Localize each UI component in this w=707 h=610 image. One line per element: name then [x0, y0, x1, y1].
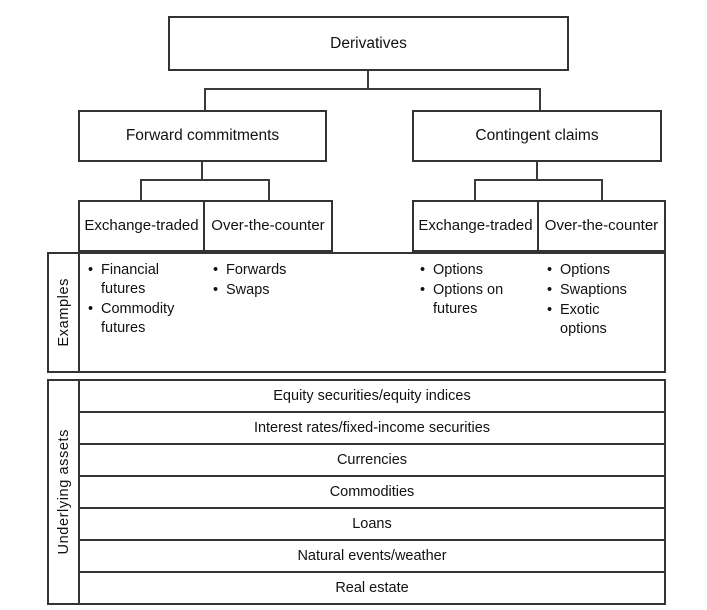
- connector-contingent-otc-drop: [601, 179, 603, 200]
- example-item: Options: [547, 261, 633, 280]
- underlying-asset-row: Loans: [78, 507, 666, 541]
- underlying-asset-row: Equity securities/equity indices: [78, 379, 666, 413]
- underlying-asset-row: Commodities: [78, 475, 666, 509]
- underlying-assets-band-label-text: Underlying assets: [55, 429, 72, 555]
- node-forward-over-the-counter-label: Over-the-counter: [211, 216, 325, 234]
- examples-band: Financial futures Commodity futures Forw…: [78, 252, 666, 373]
- examples-band-label: Examples: [47, 252, 80, 373]
- connector-contingent-exchange-drop: [474, 179, 476, 200]
- node-forward-over-the-counter: Over-the-counter: [203, 200, 333, 252]
- underlying-asset-row: Interest rates/fixed-income securities: [78, 411, 666, 445]
- underlying-asset-row: Real estate: [78, 571, 666, 605]
- example-item: Commodity futures: [88, 300, 184, 338]
- node-derivatives-label: Derivatives: [330, 34, 407, 52]
- connector-contingent-crossbar: [474, 179, 603, 181]
- node-contingent-claims-label: Contingent claims: [475, 127, 599, 145]
- example-item: Financial futures: [88, 261, 184, 299]
- example-item: Forwards: [213, 261, 323, 280]
- examples-band-label-text: Examples: [55, 278, 72, 347]
- node-forward-exchange-traded-label: Exchange-traded: [84, 216, 199, 234]
- connector-contingent-stem: [536, 162, 538, 181]
- node-contingent-over-the-counter-label: Over-the-counter: [544, 216, 659, 234]
- node-forward-exchange-traded: Exchange-traded: [78, 200, 205, 252]
- node-contingent-exchange-traded-label: Exchange-traded: [418, 216, 533, 234]
- connector-forward-exchange-drop: [140, 179, 142, 200]
- connector-forward-drop: [204, 88, 206, 110]
- connector-contingent-drop: [539, 88, 541, 110]
- connector-forward-otc-drop: [268, 179, 270, 200]
- node-forward-commitments: Forward commitments: [78, 110, 327, 162]
- example-item: Swaptions: [547, 281, 633, 300]
- node-contingent-claims: Contingent claims: [412, 110, 662, 162]
- underlying-asset-row: Natural events/weather: [78, 539, 666, 573]
- node-contingent-exchange-traded: Exchange-traded: [412, 200, 539, 252]
- node-contingent-over-the-counter: Over-the-counter: [537, 200, 666, 252]
- underlying-asset-row: Currencies: [78, 443, 666, 477]
- connector-forward-stem: [201, 162, 203, 181]
- node-forward-commitments-label: Forward commitments: [125, 127, 280, 145]
- connector-forward-crossbar: [140, 179, 270, 181]
- underlying-assets-band-label: Underlying assets: [47, 379, 80, 605]
- example-item: Options on futures: [420, 281, 514, 319]
- connector-root-stem: [367, 71, 369, 90]
- examples-forward-exchange-list: Financial futures Commodity futures: [88, 261, 184, 340]
- example-item: Swaps: [213, 281, 323, 300]
- examples-forward-otc-list: Forwards Swaps: [213, 261, 323, 301]
- connector-root-crossbar: [204, 88, 541, 90]
- example-item: Options: [420, 261, 514, 280]
- node-derivatives: Derivatives: [168, 16, 569, 71]
- example-item: Exotic options: [547, 301, 633, 339]
- underlying-assets-rows: Equity securities/equity indices Interes…: [78, 379, 666, 605]
- examples-contingent-otc-list: Options Swaptions Exotic options: [547, 261, 633, 341]
- examples-contingent-exchange-list: Options Options on futures: [420, 261, 514, 320]
